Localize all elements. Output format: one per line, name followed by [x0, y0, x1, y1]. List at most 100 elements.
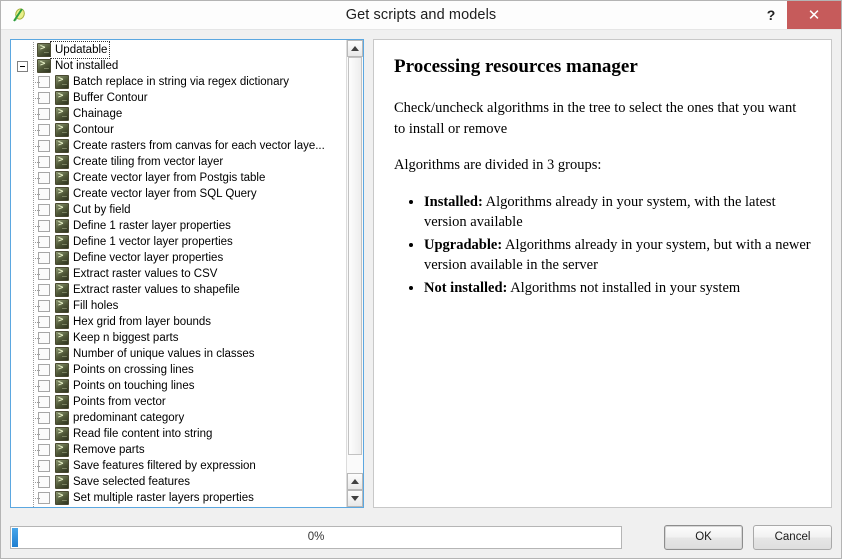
tree-group-row[interactable]: Not installed: [11, 58, 346, 74]
tree-item-row[interactable]: Contour: [11, 122, 346, 138]
tree-item-row[interactable]: Extract raster values to shapefile: [11, 282, 346, 298]
description-paragraph-1: Check/uncheck algorithms in the tree to …: [394, 100, 797, 137]
tree-item-label: Keep n biggest parts: [73, 332, 179, 344]
help-button[interactable]: ?: [766, 7, 776, 23]
tree-item-row[interactable]: Save selected features: [11, 474, 346, 490]
tree-item-row[interactable]: Save features filtered by expression: [11, 458, 346, 474]
script-icon: [55, 107, 69, 121]
tree-item-label: Contour: [73, 124, 114, 136]
script-icon: [55, 443, 69, 457]
tree-scroll-area[interactable]: UpdatableNot installedBatch replace in s…: [11, 40, 346, 507]
tree-item-label: Create vector layer from SQL Query: [73, 188, 257, 200]
tree-tick: [33, 434, 41, 435]
tree-tick: [33, 338, 41, 339]
tree-tick: [33, 162, 41, 163]
tree-item-row[interactable]: Set multiple raster layers properties: [11, 490, 346, 506]
close-button[interactable]: ✕: [787, 1, 841, 29]
cancel-button[interactable]: Cancel: [753, 524, 832, 550]
tree-tick: [33, 130, 41, 131]
tree-group-row[interactable]: Updatable: [11, 41, 346, 59]
tree-item-row[interactable]: Hex grid from layer bounds: [11, 314, 346, 330]
qgis-script-icon: [11, 7, 27, 23]
tree-rows: UpdatableNot installedBatch replace in s…: [11, 41, 346, 506]
scrollbar-thumb[interactable]: [348, 57, 362, 455]
bullet-term: Not installed:: [424, 280, 508, 297]
tree-tick: [33, 290, 41, 291]
tree-tick: [33, 418, 41, 419]
description-bullet: Not installed: Algorithms not installed …: [424, 278, 811, 299]
tree-item-row[interactable]: Chainage: [11, 106, 346, 122]
scroll-up-button-secondary[interactable]: [347, 473, 363, 490]
tree-item-label: Define 1 vector layer properties: [73, 236, 233, 248]
script-icon: [37, 59, 51, 73]
description-title: Processing resources manager: [394, 56, 638, 77]
tree-item-label: Set multiple raster layers properties: [73, 492, 254, 504]
bullet-term: Upgradable:: [424, 236, 503, 253]
tree-item-label: Points on touching lines: [73, 380, 195, 392]
tree-tick: [33, 386, 41, 387]
tree-tick: [33, 498, 41, 499]
script-icon: [55, 267, 69, 281]
scroll-up-button[interactable]: [347, 40, 363, 57]
tree-tick: [33, 306, 41, 307]
collapse-expander-icon[interactable]: [17, 60, 28, 72]
tree-item-row[interactable]: Create vector layer from SQL Query: [11, 186, 346, 202]
script-icon: [55, 395, 69, 409]
progress-bar-label: 0%: [307, 531, 325, 543]
tree-item-row[interactable]: Create tiling from vector layer: [11, 154, 346, 170]
tree-tick: [33, 370, 41, 371]
description-paragraph-2: Algorithms are divided in 3 groups:: [394, 157, 602, 174]
tree-item-row[interactable]: Keep n biggest parts: [11, 330, 346, 346]
close-icon: ✕: [807, 5, 821, 24]
tree-item-row[interactable]: Cut by field: [11, 202, 346, 218]
bullet-text: Algorithms already in your system, with …: [424, 193, 776, 231]
tree-item-label: Read file content into string: [73, 428, 213, 440]
script-icon: [55, 331, 69, 345]
tree-item-row[interactable]: Buffer Contour: [11, 90, 346, 106]
script-icon: [55, 187, 69, 201]
tree-item-row[interactable]: Create vector layer from Postgis table: [11, 170, 346, 186]
scroll-down-button[interactable]: [347, 490, 363, 507]
tree-item-row[interactable]: Points from vector: [11, 394, 346, 410]
tree-item-row[interactable]: Read file content into string: [11, 426, 346, 442]
script-icon: [55, 251, 69, 265]
tree-item-label: Define vector layer properties: [73, 252, 224, 264]
bullet-text: Algorithms not installed in your system: [507, 280, 741, 297]
tree-item-row[interactable]: Define vector layer properties: [11, 250, 346, 266]
tree-vertical-scrollbar[interactable]: [346, 40, 363, 507]
tree-item-row[interactable]: Batch replace in string via regex dictio…: [11, 74, 346, 90]
tree-item-label: Cut by field: [73, 204, 131, 216]
tree-item-row[interactable]: Create rasters from canvas for each vect…: [11, 138, 346, 154]
tree-item-label: Remove parts: [73, 444, 145, 456]
tree-item-label: Batch replace in string via regex dictio…: [73, 76, 290, 88]
scrollbar-track[interactable]: [347, 57, 363, 473]
tree-tick: [33, 114, 41, 115]
script-icon: [55, 139, 69, 153]
ok-button[interactable]: OK: [664, 524, 743, 550]
tree-item-row[interactable]: Points on crossing lines: [11, 362, 346, 378]
tree-item-row[interactable]: Define 1 vector layer properties: [11, 234, 346, 250]
tree-item-row[interactable]: Number of unique values in classes: [11, 346, 346, 362]
tree-item-label: Save selected features: [73, 476, 190, 488]
tree-item-label: predominant category: [73, 412, 185, 424]
tree-tick: [33, 194, 41, 195]
tree-tick: [33, 226, 41, 227]
tree-item-row[interactable]: Fill holes: [11, 298, 346, 314]
script-icon: [55, 91, 69, 105]
script-icon: [55, 427, 69, 441]
script-icon: [55, 347, 69, 361]
tree-item-row[interactable]: Extract raster values to CSV: [11, 266, 346, 282]
dialog-footer: 0% OK Cancel: [1, 516, 841, 558]
script-icon: [55, 219, 69, 233]
tree-tick: [33, 258, 41, 259]
tree-item-row[interactable]: Points on touching lines: [11, 378, 346, 394]
tree-item-row[interactable]: predominant category: [11, 410, 346, 426]
tree-item-row[interactable]: Remove parts: [11, 442, 346, 458]
algorithms-tree-panel: UpdatableNot installedBatch replace in s…: [10, 39, 364, 508]
script-icon: [55, 235, 69, 249]
progress-bar: 0%: [10, 525, 622, 549]
tree-item-label: Points from vector: [73, 396, 166, 408]
tree-item-row[interactable]: Define 1 raster layer properties: [11, 218, 346, 234]
description-bullet: Upgradable: Algorithms already in your s…: [424, 235, 811, 276]
tree-tick: [33, 210, 41, 211]
